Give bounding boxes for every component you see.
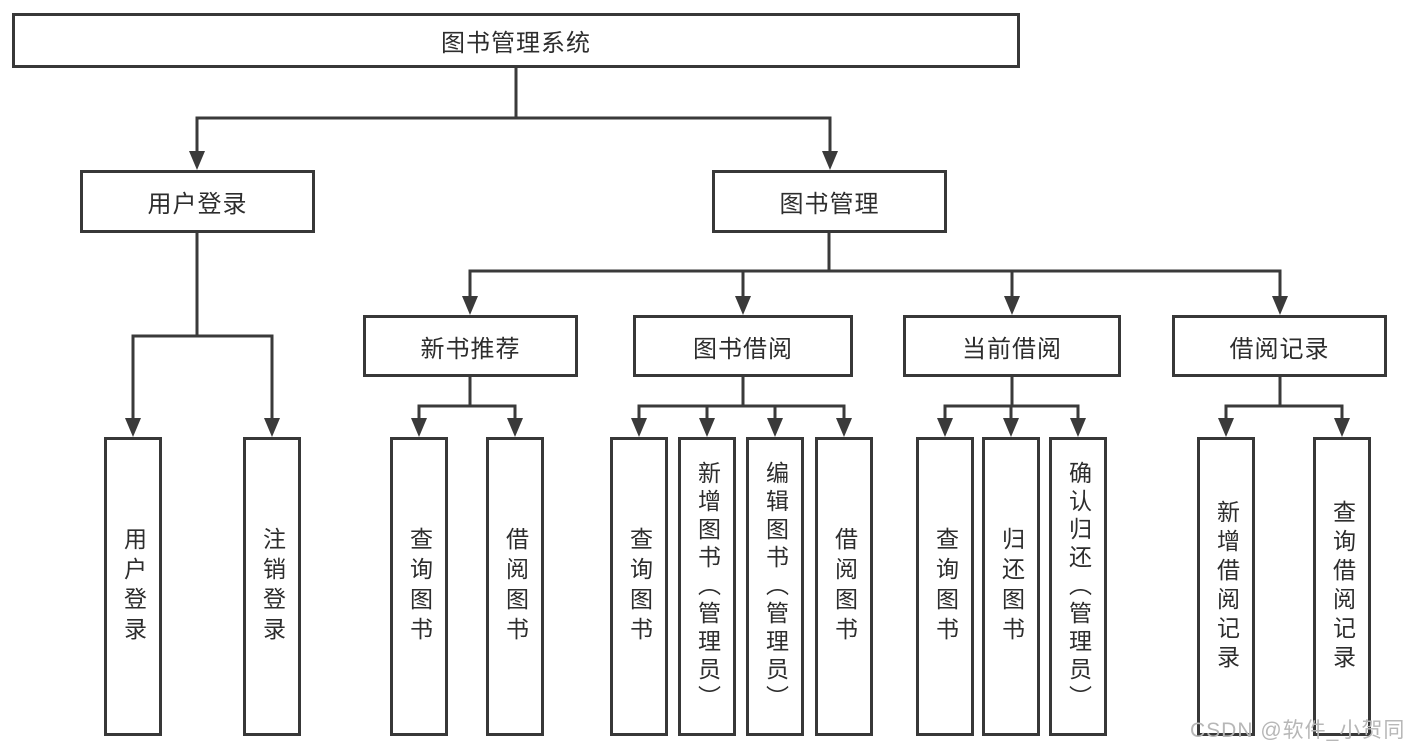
node-borrowing-records: 借阅记录 <box>1172 315 1387 377</box>
leaf-query-borrow-record: 查询借阅记录 <box>1313 437 1371 736</box>
leaf-borrow-books: 借阅图书 <box>815 437 873 736</box>
leaf-logout: 注销登录 <box>243 437 301 736</box>
leaf-add-borrow-record: 新增借阅记录 <box>1197 437 1255 736</box>
leaf-return-books: 归还图书 <box>982 437 1040 736</box>
leaf-user-login: 用户登录 <box>104 437 162 736</box>
leaf-confirm-return-admin: 确认归还（管理员） <box>1049 437 1107 736</box>
csdn-watermark: CSDN @软件_小贺同学 <box>1190 719 1405 742</box>
leaf-add-books-admin: 新增图书（管理员） <box>678 437 736 736</box>
node-book-management: 图书管理 <box>712 170 947 233</box>
node-user-login: 用户登录 <box>80 170 315 233</box>
node-book-borrowing: 图书借阅 <box>633 315 853 377</box>
leaf-query-books-current: 查询图书 <box>916 437 974 736</box>
node-new-book-recommendation: 新书推荐 <box>363 315 578 377</box>
node-current-borrowing: 当前借阅 <box>903 315 1121 377</box>
leaf-edit-books-admin: 编辑图书（管理员） <box>746 437 804 736</box>
leaf-query-books-recommend: 查询图书 <box>390 437 448 736</box>
leaf-query-books-borrow: 查询图书 <box>610 437 668 736</box>
leaf-borrow-books-recommend: 借阅图书 <box>486 437 544 736</box>
node-root-library-system: 图书管理系统 <box>12 13 1020 68</box>
